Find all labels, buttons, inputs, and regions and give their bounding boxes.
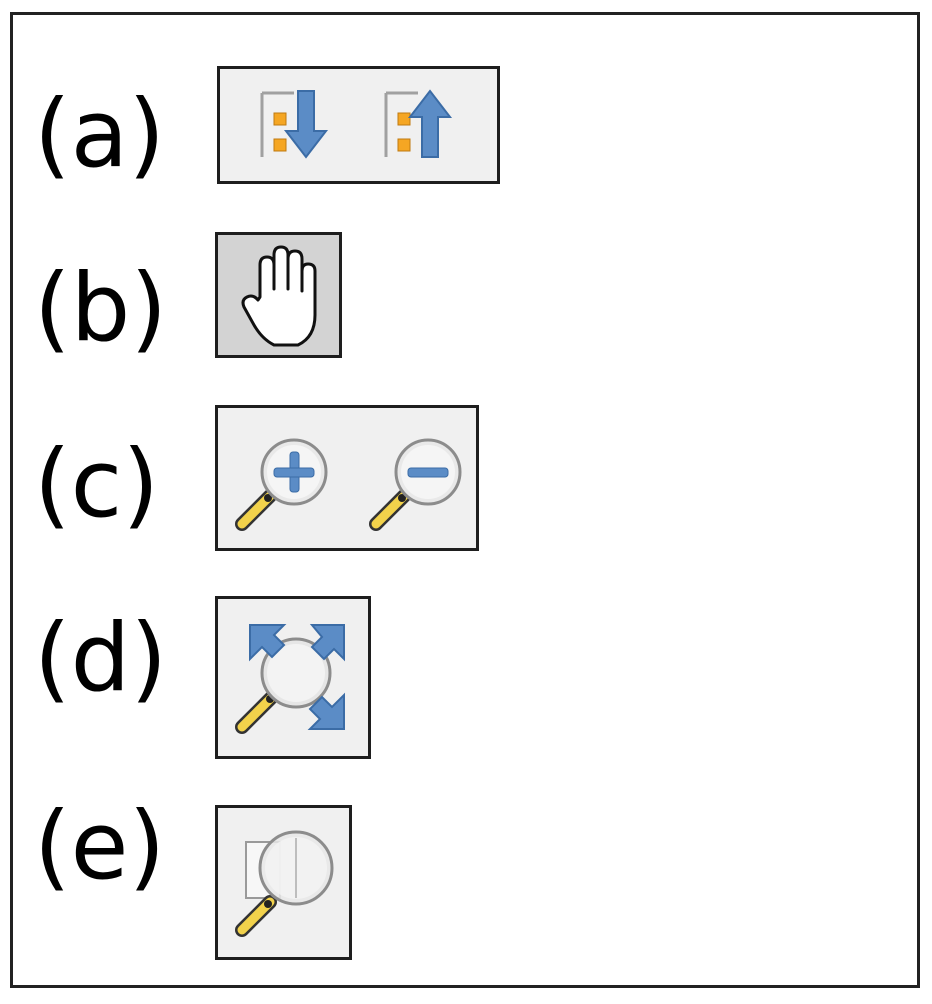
row-label-c: (c) <box>34 430 160 539</box>
zoom-to-layer-button[interactable] <box>232 822 342 938</box>
zoom-in-button[interactable] <box>232 432 332 532</box>
move-down-button[interactable] <box>254 87 336 163</box>
move-down-icon <box>254 87 336 163</box>
zoom-to-layer-icon <box>232 822 342 938</box>
zoom-in-icon <box>232 432 332 532</box>
pan-hand-icon <box>240 245 320 349</box>
row-label-a: (a) <box>34 80 165 189</box>
toolbar-zoom-layer <box>215 805 352 960</box>
zoom-out-button[interactable] <box>366 432 466 532</box>
row-label-d: (d) <box>34 604 168 713</box>
toolbar-zoom <box>215 405 479 551</box>
toolbar-zoom-full <box>215 596 371 759</box>
row-label-b: (b) <box>34 254 168 363</box>
toolbar-move-layers <box>217 66 500 184</box>
row-label-e: (e) <box>34 792 166 901</box>
zoom-out-icon <box>366 432 466 532</box>
move-up-icon <box>378 87 460 163</box>
move-up-button[interactable] <box>378 87 460 163</box>
zoom-full-extent-button[interactable] <box>232 619 352 735</box>
zoom-full-extent-icon <box>232 619 352 735</box>
toolbar-pan <box>215 232 342 358</box>
pan-button[interactable] <box>240 245 320 349</box>
